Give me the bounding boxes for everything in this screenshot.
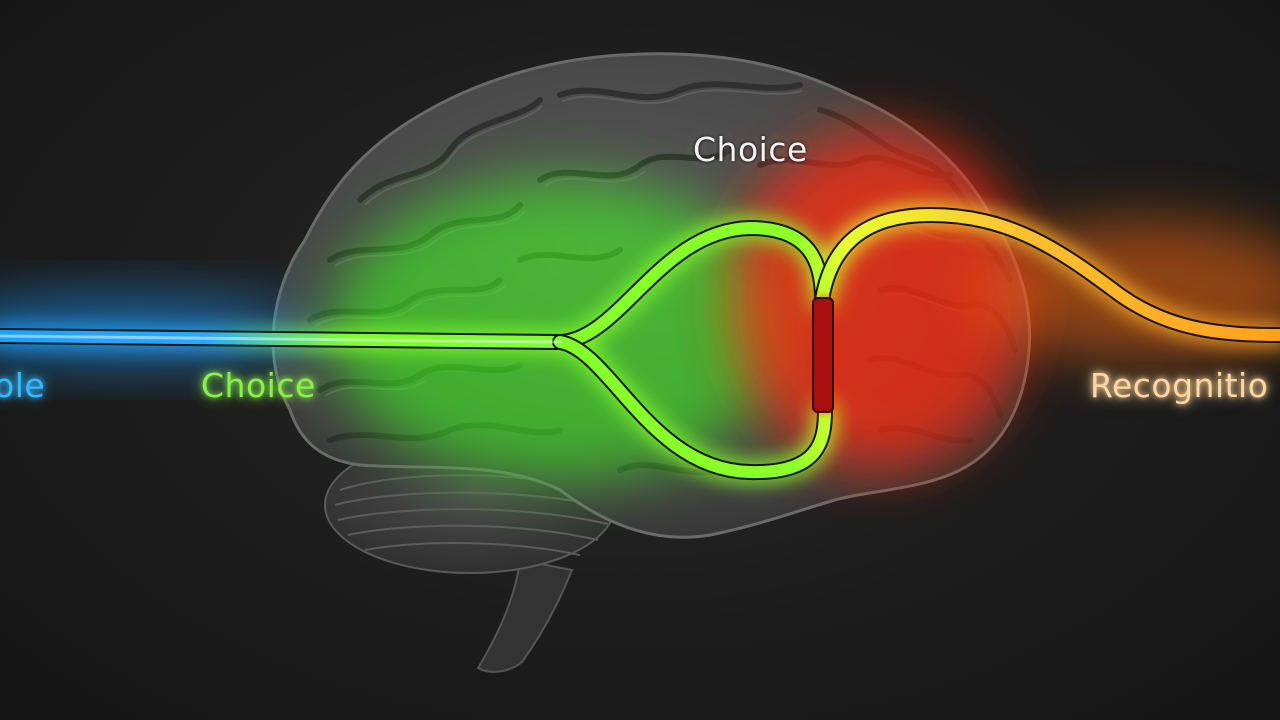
label-left-partial: ole bbox=[0, 366, 46, 405]
label-choice-top: Choice bbox=[693, 130, 808, 169]
label-choice-left: Choice bbox=[201, 366, 316, 405]
signal-path bbox=[0, 206, 1280, 481]
label-recognition: Recognitio bbox=[1090, 366, 1269, 405]
brain-stem bbox=[476, 558, 574, 673]
decision-gate bbox=[812, 296, 834, 414]
